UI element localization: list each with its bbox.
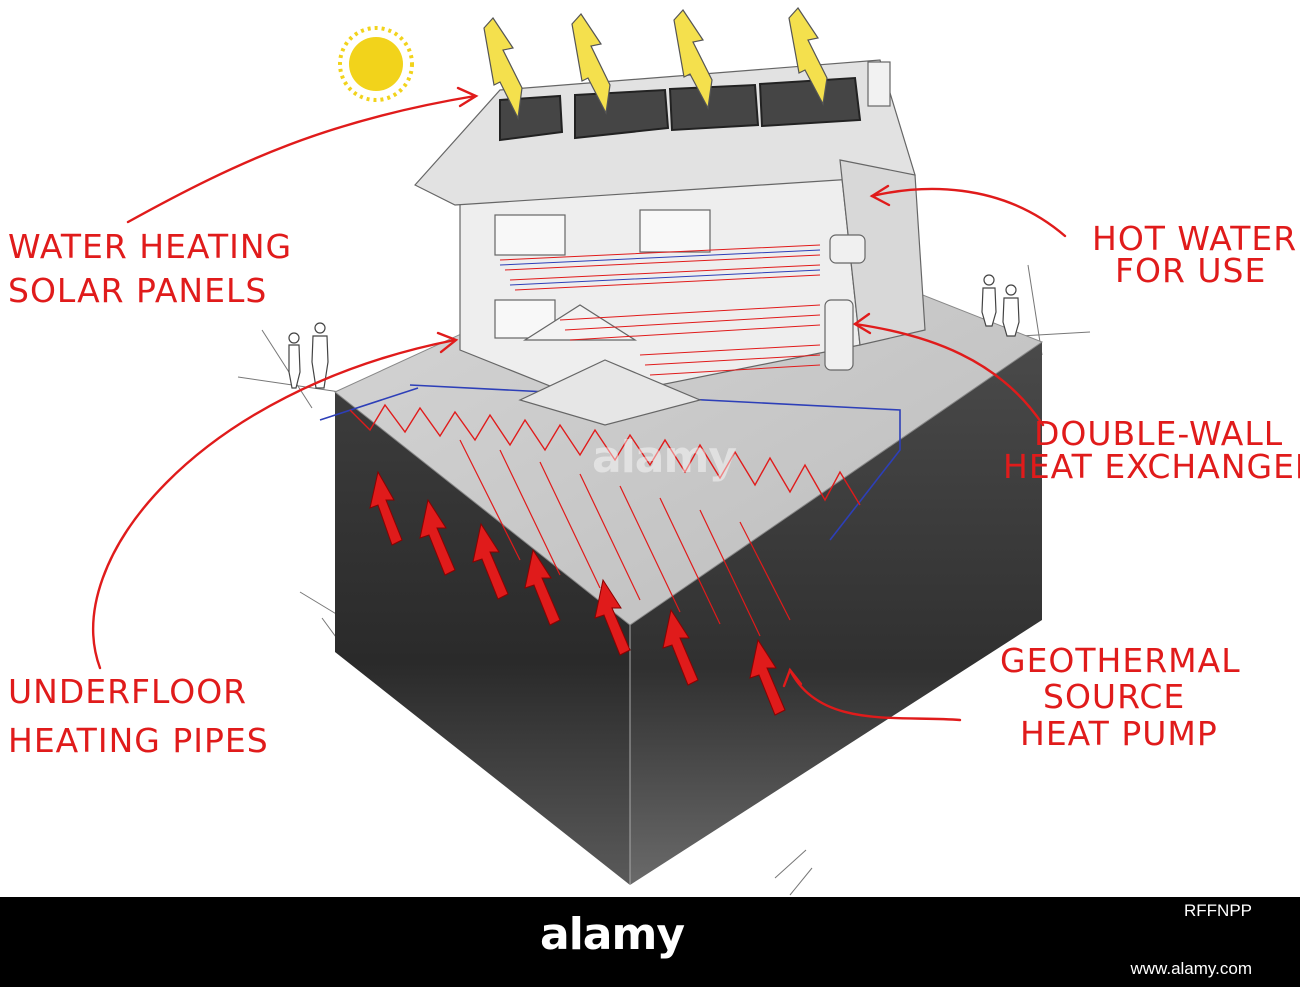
floor-heating-coils (499, 244, 821, 376)
solar-panels-arrow (126, 94, 477, 224)
heat-exchanger-label-line2: HEAT EXCHANGER (1003, 447, 1300, 486)
underfloor-arrow (92, 338, 457, 670)
sunlight-arrow (788, 7, 828, 106)
brand-logo: alamy (540, 909, 685, 960)
watermark: alamy (592, 432, 737, 483)
solar-panels-label-line2: SOLAR PANELS (8, 271, 267, 310)
solar-panel (499, 94, 564, 142)
hot-water-label-line1: HOT WATER (1092, 219, 1297, 258)
hot-water-arrowhead (869, 184, 891, 207)
sunlight-arrow (483, 17, 523, 121)
solar-panels-arrowhead (456, 86, 479, 108)
hot-water-arrow (870, 187, 1067, 238)
heat-exchanger-arrow (853, 322, 1045, 427)
solar-panel (758, 76, 862, 128)
people-figures-left (288, 322, 329, 389)
solar-panel (574, 88, 670, 140)
heat-arrow (524, 548, 561, 626)
geothermal-arrowhead (782, 667, 803, 688)
sunlight-arrows (483, 7, 828, 121)
solar-panels-label-line1: WATER HEATING (8, 227, 292, 266)
geothermal-label-line2: SOURCE (1043, 677, 1185, 716)
heat-arrow (749, 638, 786, 716)
heat-exchanger-arrowhead (852, 312, 872, 335)
geothermal-label-line1: GEOTHERMAL (1000, 641, 1241, 680)
stock-footer-bar: alamy RFFNPP www.alamy.com (0, 897, 1300, 987)
annotation-arrows (92, 86, 1067, 722)
people-figures-right (981, 274, 1020, 337)
heat-arrow (662, 608, 699, 686)
sunlight-arrow (571, 13, 611, 115)
sunlight-arrow (673, 9, 713, 110)
geothermal-label-line3: HEAT PUMP (1020, 714, 1218, 753)
heat-arrow (472, 522, 509, 600)
image-id-text: RFFNPP (1184, 901, 1252, 920)
heat-arrow (594, 578, 631, 656)
sun-icon (338, 26, 414, 102)
solar-panel (668, 83, 760, 132)
annotation-labels: WATER HEATING SOLAR PANELS HOT WATER FOR… (8, 219, 1300, 760)
underfloor-label-line1: UNDERFLOOR (8, 672, 247, 711)
underfloor-label-line2: HEATING PIPES (8, 721, 269, 760)
hot-water-label-line2: FOR USE (1115, 251, 1266, 290)
geothermal-arrow (788, 668, 962, 722)
heat-arrow (369, 470, 403, 546)
underfloor-arrowhead (436, 331, 459, 354)
heat-arrow (419, 498, 456, 576)
geothermal-heat-arrows (369, 470, 786, 716)
stock-url-text: www.alamy.com (1130, 959, 1252, 978)
heat-exchanger-label-line1: DOUBLE-WALL (1034, 414, 1283, 453)
